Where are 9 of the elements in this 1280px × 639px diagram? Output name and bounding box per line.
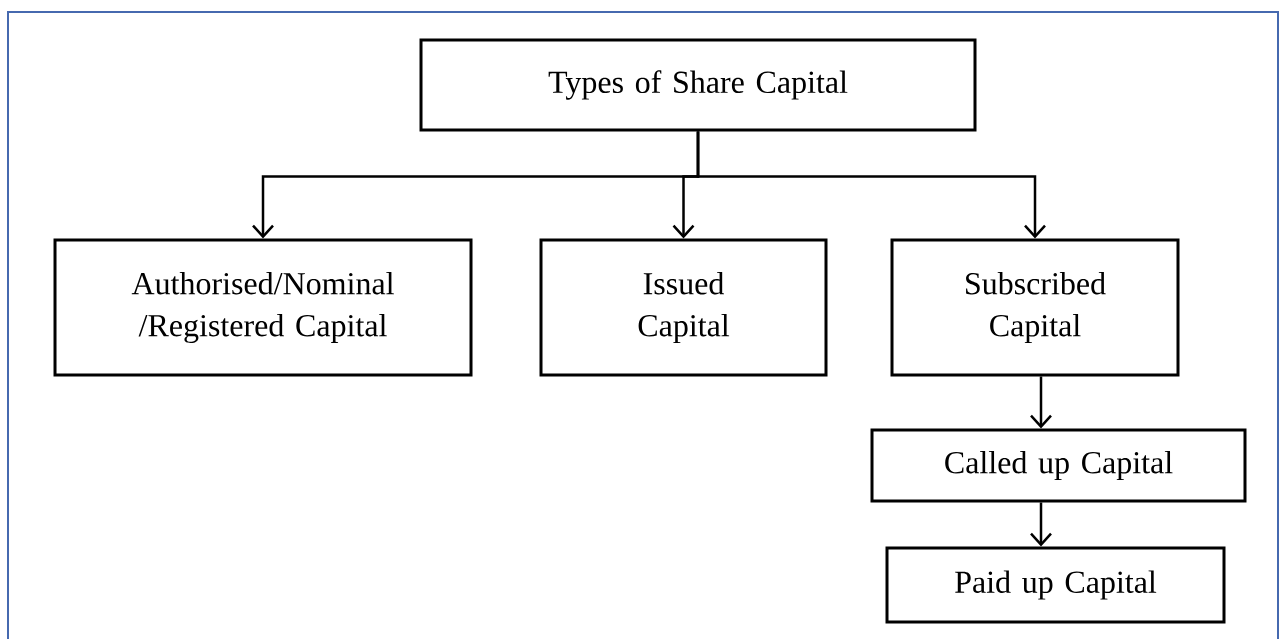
process-box: Issued Capital	[539, 238, 828, 377]
arrow	[696, 131, 1046, 239]
title-box: Types of Share Capital	[419, 38, 977, 132]
arrow	[1030, 502, 1052, 547]
process-box: Called up Capital	[870, 428, 1247, 503]
process-box: Paid up Capital	[885, 546, 1226, 624]
arrow	[1030, 376, 1052, 429]
process-box: Subscribed Capital	[890, 238, 1180, 377]
process-box: Authorised/Nominal /Registered Capital	[53, 238, 473, 377]
